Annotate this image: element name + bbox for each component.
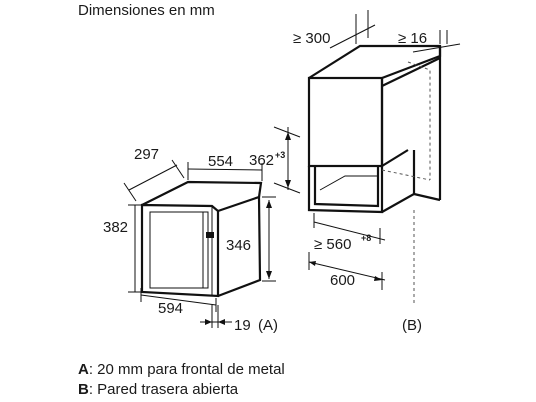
cabinet-rear-outline [407,61,431,180]
label-depth-297: 297 [134,146,159,163]
legend-a-text: : 20 mm para frontal de metal [88,361,285,378]
legend-a-key: A [78,361,89,378]
label-height-362: 362 [249,152,274,169]
label-height-346: 346 [226,237,251,254]
legend-b-key: B [78,381,89,398]
label-width-554: 554 [208,153,233,170]
diagram-title: Dimensiones en mm [78,2,215,19]
label-width-594: 594 [158,300,183,317]
dim-door-height: 346 [226,196,276,282]
label-height-382: 382 [103,219,128,236]
cabinet-rear-line [381,169,431,181]
dim-niche-height: 362 +3 [249,126,301,194]
cabinet-niche-side [381,150,416,213]
microwave-front-face [140,203,220,298]
label-width-600: 600 [330,272,355,289]
microwave-top-face [141,180,263,206]
label-offset-19: 19 [234,317,251,334]
dim-front-offset: 19 (A) [200,305,278,334]
legend-b-text: : Pared trasera abierta [88,381,239,398]
cabinet-niche-back [319,175,378,191]
microwave-body [140,180,263,298]
dim-microwave-top-width: 554 [187,153,263,181]
legend-b: B: Pared trasera abierta [78,381,238,398]
label-ref-a: (A) [258,317,278,334]
label-gap-16: ≥ 16 [398,30,427,47]
cabinet-bottom-right [413,192,441,202]
label-depth-300: ≥ 300 [293,30,330,47]
legend-a: A: 20 mm para frontal de metal [78,361,285,378]
cabinet-upper-side [380,78,409,168]
dim-microwave-depth: 297 [123,146,185,202]
microwave-door-panel [149,211,209,289]
dim-microwave-height: 382 [103,204,142,293]
label-ref-b: (B) [402,317,422,334]
label-width-560-tol: +8 [361,233,371,243]
dim-niche-width: ≥ 560 +8 [313,213,386,253]
microwave-handle [206,232,214,238]
dim-cabinet-width: 600 [308,252,386,290]
cabinet [307,44,442,304]
label-width-560: ≥ 560 [314,236,351,253]
dim-cabinet-gap: ≥ 16 [398,30,461,53]
cabinet-niche-front [307,166,384,214]
cabinet-inner-edge [381,57,441,87]
microwave-side-face [217,195,262,298]
cabinet-niche-inner [313,166,380,208]
label-height-362-tol: +3 [275,150,285,160]
cabinet-upper-front [307,76,384,168]
dim-cabinet-depth: ≥ 300 [293,10,376,49]
dim-microwave-front-width: 594 [140,288,217,317]
